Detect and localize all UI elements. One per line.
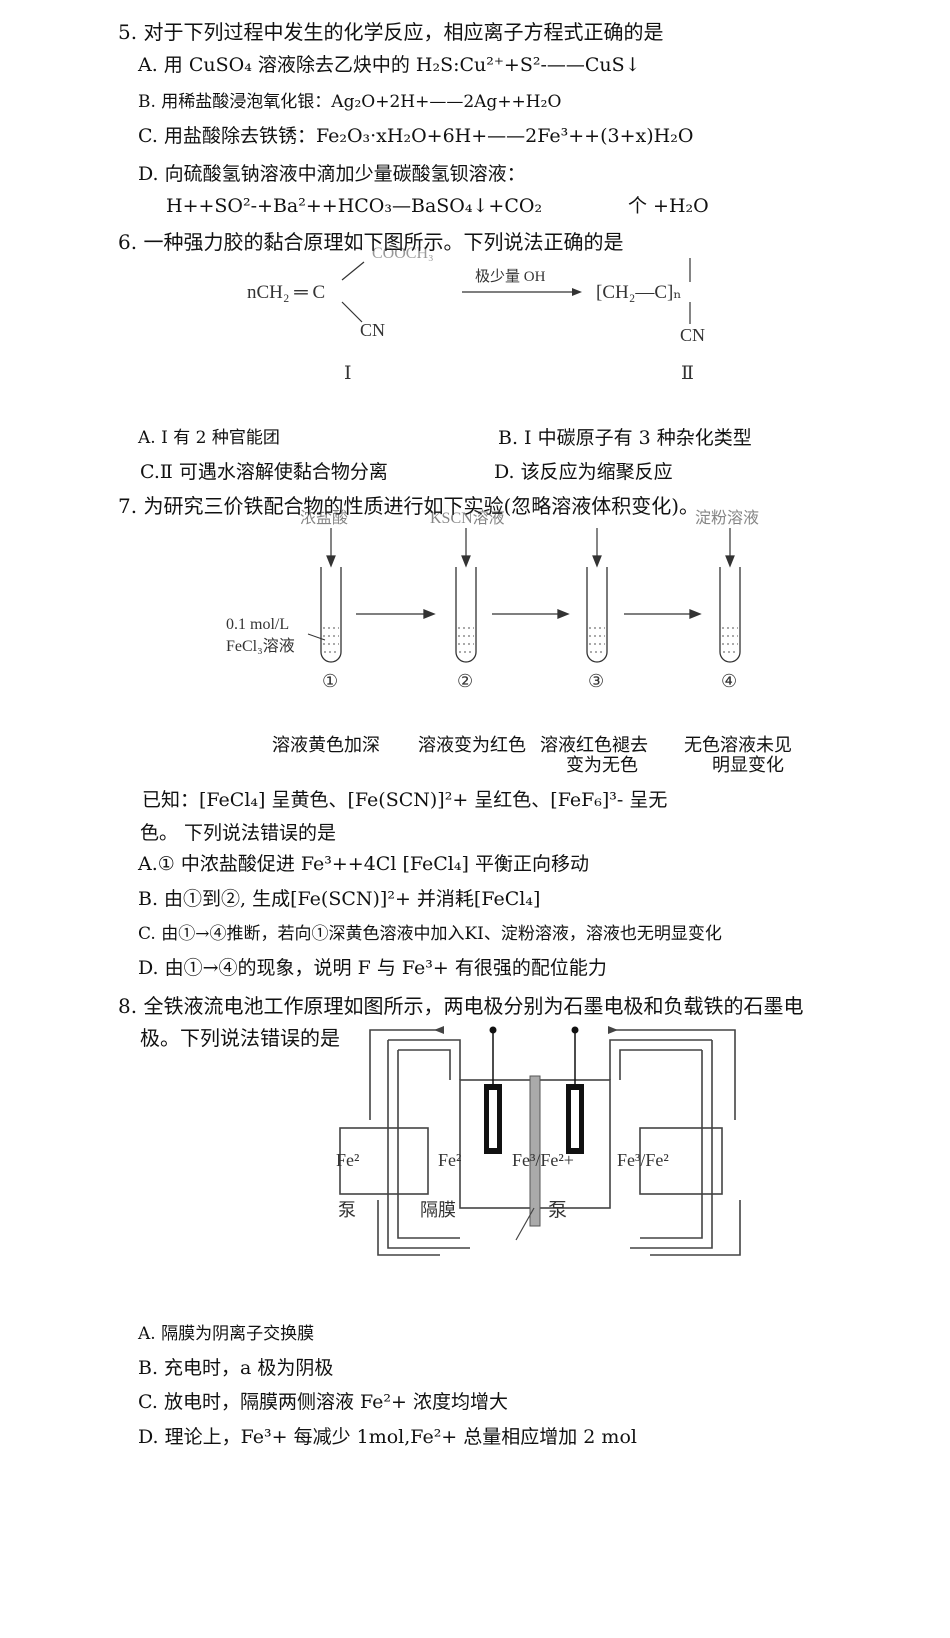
q8-membrane xyxy=(529,1075,541,1227)
q7-observation-3: 溶液红色褪去 xyxy=(540,735,648,756)
q7-observation-4: 无色溶液未见 xyxy=(684,735,792,756)
q8-label-2: Fe² xyxy=(438,1150,461,1170)
q8-left-tank xyxy=(339,1127,429,1195)
q6-option-d: D. 该反应为缩聚反应 xyxy=(494,461,673,483)
q7-known-2: 色。 下列说法错误的是 xyxy=(140,822,337,844)
q8-label-3: Fe³/Fe²+ xyxy=(512,1150,574,1170)
q8-cell xyxy=(459,1079,611,1209)
q7-tube-number-3: ③ xyxy=(588,671,604,691)
q7-stem: 7. 为研究三价铁配合物的性质进行如下实验(忽略溶液体积变化)。 xyxy=(118,494,700,518)
q6-cn-left: CN xyxy=(360,320,385,340)
q8-stem: 8. 全铁液流电池工作原理如图所示，两电极分别为石墨电极和负载铁的石墨电 xyxy=(118,994,804,1018)
q5-stem: 5. 对于下列过程中发生的化学反应，相应离子方程式正确的是 xyxy=(118,20,664,44)
q8-option-d: D. 理论上，Fe³+ 每减少 1mol,Fe²+ 总量相应增加 2 mol xyxy=(138,1426,637,1448)
q5-option-d-equation-tail: 个 +H₂O xyxy=(628,195,709,217)
q7-option-b: B. 由①到②, 生成[Fe(SCN)]²+ 并消耗[FeCl₄] xyxy=(138,888,541,910)
q5-option-d: D. 向硫酸氢钠溶液中滴加少量碳酸氢钡溶液： xyxy=(138,163,526,185)
q7-tube-1 xyxy=(320,567,342,663)
q8-option-a: A. 隔膜为阴离子交换膜 xyxy=(138,1324,315,1344)
q7-observation-1: 溶液黄色加深 xyxy=(272,735,380,756)
q8-right-tank xyxy=(639,1127,723,1195)
q8-option-c: C. 放电时，隔膜两侧溶液 Fe²+ 浓度均增大 xyxy=(138,1391,508,1413)
q6-arrow-head xyxy=(572,288,582,296)
q7-tube-3 xyxy=(586,567,608,663)
q5-option-d-equation: H++SO²-+Ba²++HCO₃—BaSO₄↓+CO₂ xyxy=(166,195,543,217)
q7-tube-4 xyxy=(719,567,741,663)
q7-tube-number-1: ① xyxy=(322,671,338,691)
q7-solution-label-2: FeCl₃溶液 xyxy=(226,637,295,655)
q6-arrow-label: 极少量 OH xyxy=(475,268,546,285)
q6-option-a: A. Ⅰ 有 2 种官能团 xyxy=(138,428,280,448)
q6-label-II: Ⅱ xyxy=(681,363,694,384)
q6-bond-up xyxy=(341,261,365,281)
q7-tube-number-4: ④ xyxy=(721,671,737,691)
q6-label-I: Ⅰ xyxy=(344,363,352,384)
q7-observation-2: 溶液变为红色 xyxy=(418,735,526,756)
q7-option-c: C. 由①→④推断，若向①深黄色溶液中加入KI、淀粉溶液，溶液也无明显变化 xyxy=(138,924,722,944)
q5-option-a: A. 用 CuSO₄ 溶液除去乙炔中的 H₂S:Cu²⁺+S²-——CuS↓ xyxy=(138,54,641,76)
q7-reagent-4: 淀粉溶液 xyxy=(695,509,759,527)
q8-membrane-label: 隔膜 xyxy=(420,1200,456,1220)
q8-label-1: Fe² xyxy=(336,1150,359,1170)
q7-tube-2 xyxy=(455,567,477,663)
q7-solution-label-1: 0.1 mol/L xyxy=(226,616,289,633)
q5-option-c: C. 用盐酸除去铁锈：Fe₂O₃·xH₂O+6H+——2Fe³++(3+x)H₂… xyxy=(138,125,694,147)
q6-stem: 6. 一种强力胶的黏合原理如下图所示。下列说法正确的是 xyxy=(118,230,624,254)
q7-known: 已知：[FeCl₄] 呈黄色、[Fe(SCN)]²+ 呈红色、[FeF₆]³- … xyxy=(142,789,668,811)
q8-pump-left: 泵 xyxy=(338,1200,356,1220)
q7-tube-number-2: ② xyxy=(457,671,473,691)
q8-stem-2: 极。下列说法错误的是 xyxy=(140,1026,340,1050)
q8-electrode-right xyxy=(566,1084,584,1154)
q5-option-b: B. 用稀盐酸浸泡氧化银：Ag₂O+2H+——2Ag++H₂O xyxy=(138,92,562,112)
q7-observation-3-line2: 变为无色 xyxy=(566,755,638,776)
q6-bond-down xyxy=(341,301,363,323)
q8-label-4: Fe³/Fe² xyxy=(617,1150,669,1170)
q7-observation-4-line2: 明显变化 xyxy=(712,755,784,776)
q8-pump-right: 泵 xyxy=(548,1199,567,1221)
q6-option-c: C.Ⅱ 可遇水溶解使黏合物分离 xyxy=(140,461,388,483)
q8-electrode-left xyxy=(484,1084,502,1154)
q7-option-a: A.① 中浓盐酸促进 Fe³++4Cl [FeCl₄] 平衡正向移动 xyxy=(138,853,589,875)
q8-option-b: B. 充电时，a 极为阴极 xyxy=(138,1357,334,1379)
q6-cn-right: CN xyxy=(680,325,705,345)
q6-reactant: nCH₂ ═ C xyxy=(247,282,325,303)
q6-option-b: B. Ⅰ 中碳原子有 3 种杂化类型 xyxy=(498,427,752,449)
q7-option-d: D. 由①→④的现象，说明 F 与 Fe³+ 有很强的配位能力 xyxy=(138,957,607,979)
q6-product: [CH₂—C]ₙ xyxy=(596,282,682,303)
